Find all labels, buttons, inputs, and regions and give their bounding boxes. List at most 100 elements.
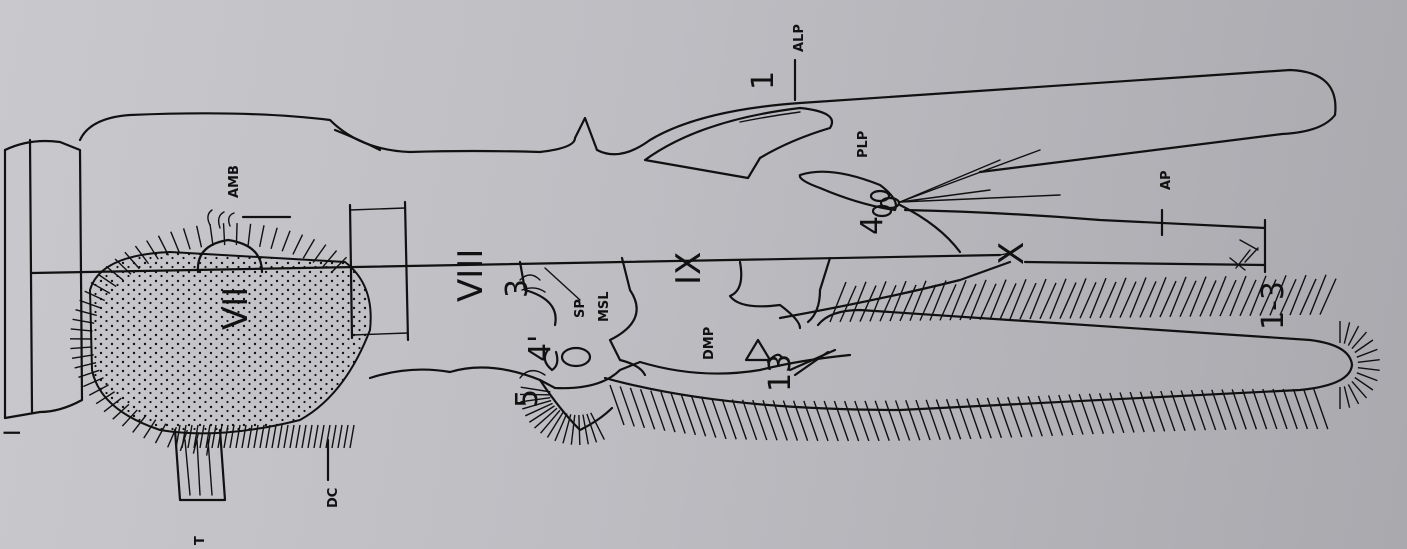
label-vii: VII	[216, 287, 256, 330]
bristle	[1290, 275, 1306, 315]
bristle	[1090, 278, 1106, 318]
bristle	[271, 228, 277, 249]
label-ix: IX	[669, 252, 709, 285]
bristle	[210, 224, 213, 246]
bristle	[236, 223, 237, 245]
svg-text:IX: IX	[669, 252, 709, 285]
svg-text:4: 4	[855, 216, 890, 235]
svg-text:PLP: PLP	[856, 131, 871, 158]
number-4-lower: 4'	[523, 335, 558, 362]
tick-left: I	[1, 430, 26, 437]
label-plp: PLP	[856, 131, 871, 158]
number-3: 3	[500, 279, 535, 298]
bristle	[344, 425, 348, 448]
bristle	[1070, 278, 1086, 318]
label-viii: VIII	[451, 249, 491, 302]
label-alp: ALP	[792, 24, 807, 52]
ventral-bristle-fringe	[520, 275, 1380, 445]
bristle	[1210, 276, 1226, 316]
bristle	[296, 425, 300, 448]
svg-text:T: T	[193, 536, 208, 545]
number-1-3: 1-3	[1256, 281, 1291, 330]
body-outline	[80, 70, 1335, 272]
bristle	[1358, 368, 1380, 371]
bristle	[571, 415, 574, 445]
svg-text:MSL: MSL	[597, 291, 612, 322]
number-1: 1	[746, 71, 781, 90]
bristle	[72, 355, 94, 358]
svg-text:AMB: AMB	[227, 165, 242, 198]
bristle	[990, 280, 1006, 320]
bristle	[302, 425, 306, 448]
bristle	[1357, 373, 1378, 381]
label-t: T	[193, 536, 208, 545]
bristle	[1344, 322, 1349, 343]
svg-text:4': 4'	[523, 335, 558, 362]
svg-text:1: 1	[746, 71, 781, 90]
bristle	[1170, 277, 1186, 317]
bristle	[70, 347, 92, 349]
bristle	[1150, 277, 1166, 317]
bristle	[1190, 277, 1206, 317]
svg-text:VIII: VIII	[451, 249, 491, 302]
svg-text:1-3: 1-3	[1256, 281, 1291, 330]
bristle	[272, 425, 276, 448]
label-x: X	[992, 242, 1032, 265]
svg-text:5: 5	[510, 389, 545, 408]
bristle	[1130, 278, 1146, 318]
bristle	[284, 425, 288, 448]
bristle	[278, 425, 282, 448]
svg-text:VII: VII	[216, 287, 256, 330]
bristle	[583, 415, 588, 445]
bristle	[282, 231, 290, 252]
bristle	[950, 280, 966, 320]
bristle	[870, 281, 886, 321]
svg-text:SP: SP	[573, 299, 588, 318]
bristle	[314, 425, 318, 448]
bristle	[332, 425, 336, 448]
segment-outline-left	[5, 140, 82, 418]
bristle	[970, 280, 986, 320]
svg-text:X: X	[992, 242, 1032, 265]
bristle	[266, 425, 270, 448]
bristle	[1010, 279, 1026, 319]
svg-text:ALP: ALP	[792, 24, 807, 52]
svg-text:I: I	[1, 430, 26, 437]
bristle	[308, 425, 312, 448]
bristle	[248, 224, 251, 246]
svg-text:DC: DC	[326, 488, 341, 508]
number-13: 13	[763, 354, 798, 392]
svg-text:AP: AP	[1159, 170, 1174, 190]
bristle	[579, 415, 580, 445]
bristle	[197, 226, 202, 247]
svg-text:13: 13	[763, 354, 798, 392]
bristle	[293, 235, 303, 255]
bristle	[1030, 279, 1046, 319]
label-dmp: DMP	[702, 327, 717, 360]
bristle	[587, 414, 597, 442]
bristle	[1230, 276, 1246, 316]
dc-disc	[90, 252, 371, 433]
svg-text:3: 3	[500, 279, 535, 298]
bristle	[1110, 278, 1126, 318]
number-5: 5	[510, 389, 545, 408]
bristle	[290, 425, 294, 448]
label-amb: AMB	[227, 165, 242, 198]
bristle	[260, 225, 264, 247]
label-dc: DC	[326, 488, 341, 508]
t-stalk	[175, 430, 225, 500]
svg-text:DMP: DMP	[702, 327, 717, 360]
bristle	[1358, 360, 1380, 363]
label-sp: SP	[573, 299, 588, 318]
label-ap: AP	[1159, 170, 1174, 190]
bristle	[1310, 275, 1326, 315]
bristle	[303, 239, 314, 258]
bristle	[320, 425, 324, 448]
bristle	[184, 228, 191, 249]
number-4-upper: 4	[855, 216, 890, 235]
bristle	[1344, 386, 1349, 407]
bristle	[890, 281, 906, 321]
bristle	[338, 425, 342, 448]
bristle	[830, 282, 846, 322]
